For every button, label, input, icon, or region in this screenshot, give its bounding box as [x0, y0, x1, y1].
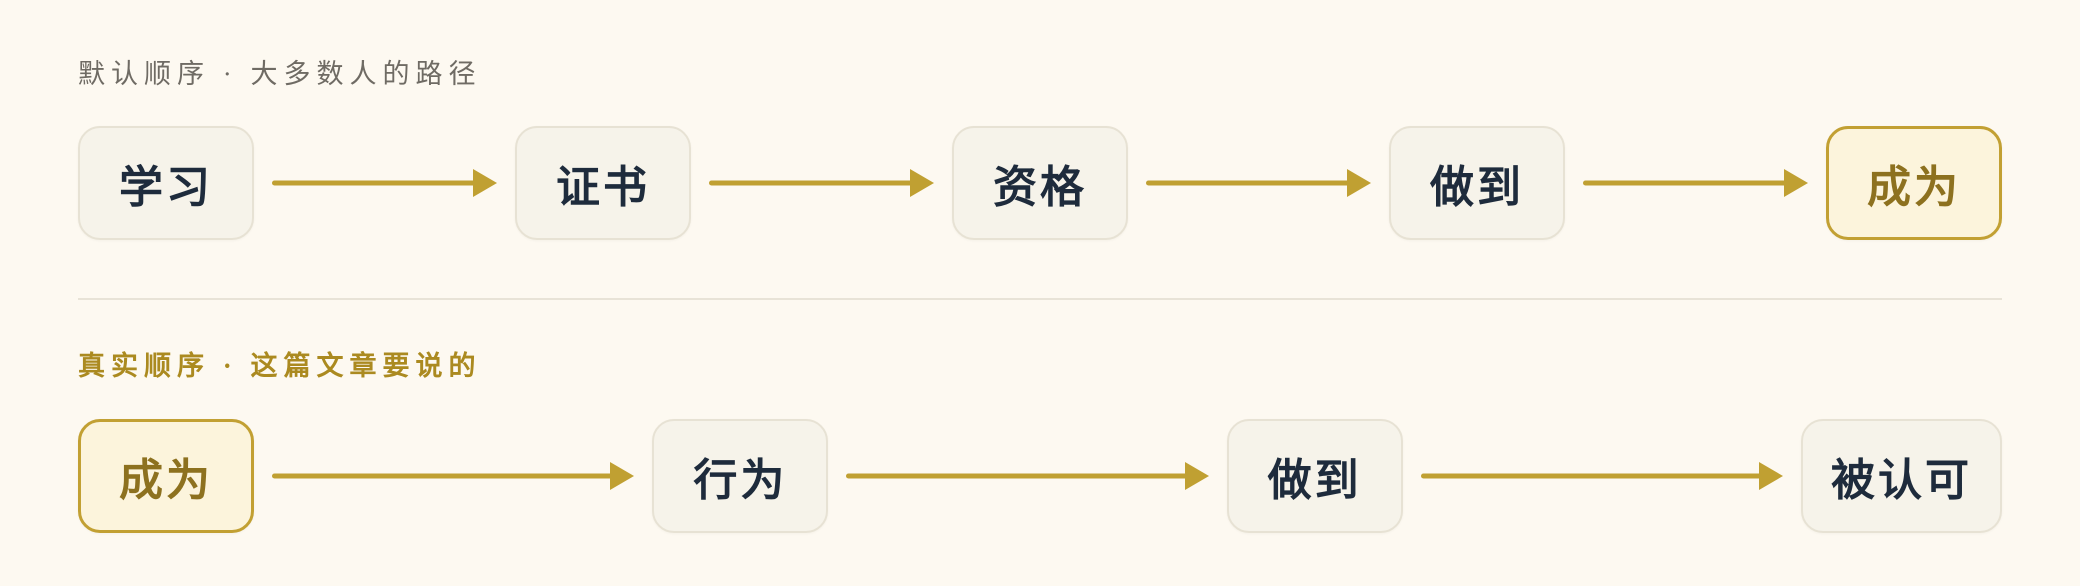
arrow — [1420, 460, 1783, 492]
arrow — [846, 460, 1209, 492]
arrow-head-icon — [1347, 169, 1371, 198]
default-order-flow: 学习 证书 资格 做到 — [78, 126, 2002, 241]
flow-box-behavior: 行为 — [652, 418, 829, 533]
flow-box-label: 做到 — [1267, 455, 1362, 505]
arrow — [1583, 167, 1808, 199]
arrow-line — [1146, 180, 1355, 186]
flow-box-recognized: 被认可 — [1800, 418, 2002, 533]
arrow-head-icon — [610, 461, 635, 490]
arrow-head-icon — [1758, 461, 1783, 490]
section-divider — [78, 298, 2002, 301]
flow-box-label: 资格 — [993, 163, 1087, 213]
flow-box-qualification: 资格 — [952, 126, 1128, 241]
arrow-head-icon — [473, 169, 497, 198]
section-real-order: 真实顺序 · 这篇文章要说的 成为 行为 做到 — [0, 300, 2080, 533]
arrow-head-icon — [1184, 461, 1209, 490]
arrow — [1146, 167, 1371, 199]
flow-box-certificate: 证书 — [515, 126, 691, 241]
flow-box-label: 被认可 — [1830, 455, 1972, 505]
arrow-head-icon — [910, 169, 934, 198]
arrow-head-icon — [1784, 169, 1808, 198]
arrow — [709, 167, 934, 199]
flow-box-achieve: 做到 — [1389, 126, 1565, 241]
flow-box-learn: 学习 — [78, 126, 254, 241]
flow-box-label: 证书 — [556, 163, 650, 213]
arrow-line — [846, 473, 1193, 479]
arrow-line — [1583, 180, 1792, 186]
arrow — [272, 460, 635, 492]
flow-box-label: 学习 — [119, 163, 213, 213]
arrow-line — [1420, 473, 1767, 479]
real-order-flow: 成为 行为 做到 被认可 — [78, 418, 2002, 533]
section-default-order-label: 默认顺序 · 大多数人的路径 — [78, 59, 482, 89]
section-real-order-label: 真实顺序 · 这篇文章要说的 — [78, 351, 482, 382]
flow-box-achieve: 做到 — [1226, 418, 1403, 533]
flow-box-label: 成为 — [1867, 163, 1961, 213]
flow-box-label: 做到 — [1430, 163, 1524, 213]
flow-box-label: 成为 — [119, 455, 213, 505]
flow-box-become-highlighted: 成为 — [1826, 126, 2002, 241]
arrow-line — [272, 180, 481, 186]
arrow-line — [709, 180, 918, 186]
arrow — [272, 167, 497, 199]
flow-box-label: 行为 — [693, 455, 788, 505]
flow-box-become-highlighted: 成为 — [78, 418, 254, 533]
section-default-order: 默认顺序 · 大多数人的路径 学习 证书 资格 — [0, 0, 2080, 241]
arrow-line — [272, 473, 619, 479]
